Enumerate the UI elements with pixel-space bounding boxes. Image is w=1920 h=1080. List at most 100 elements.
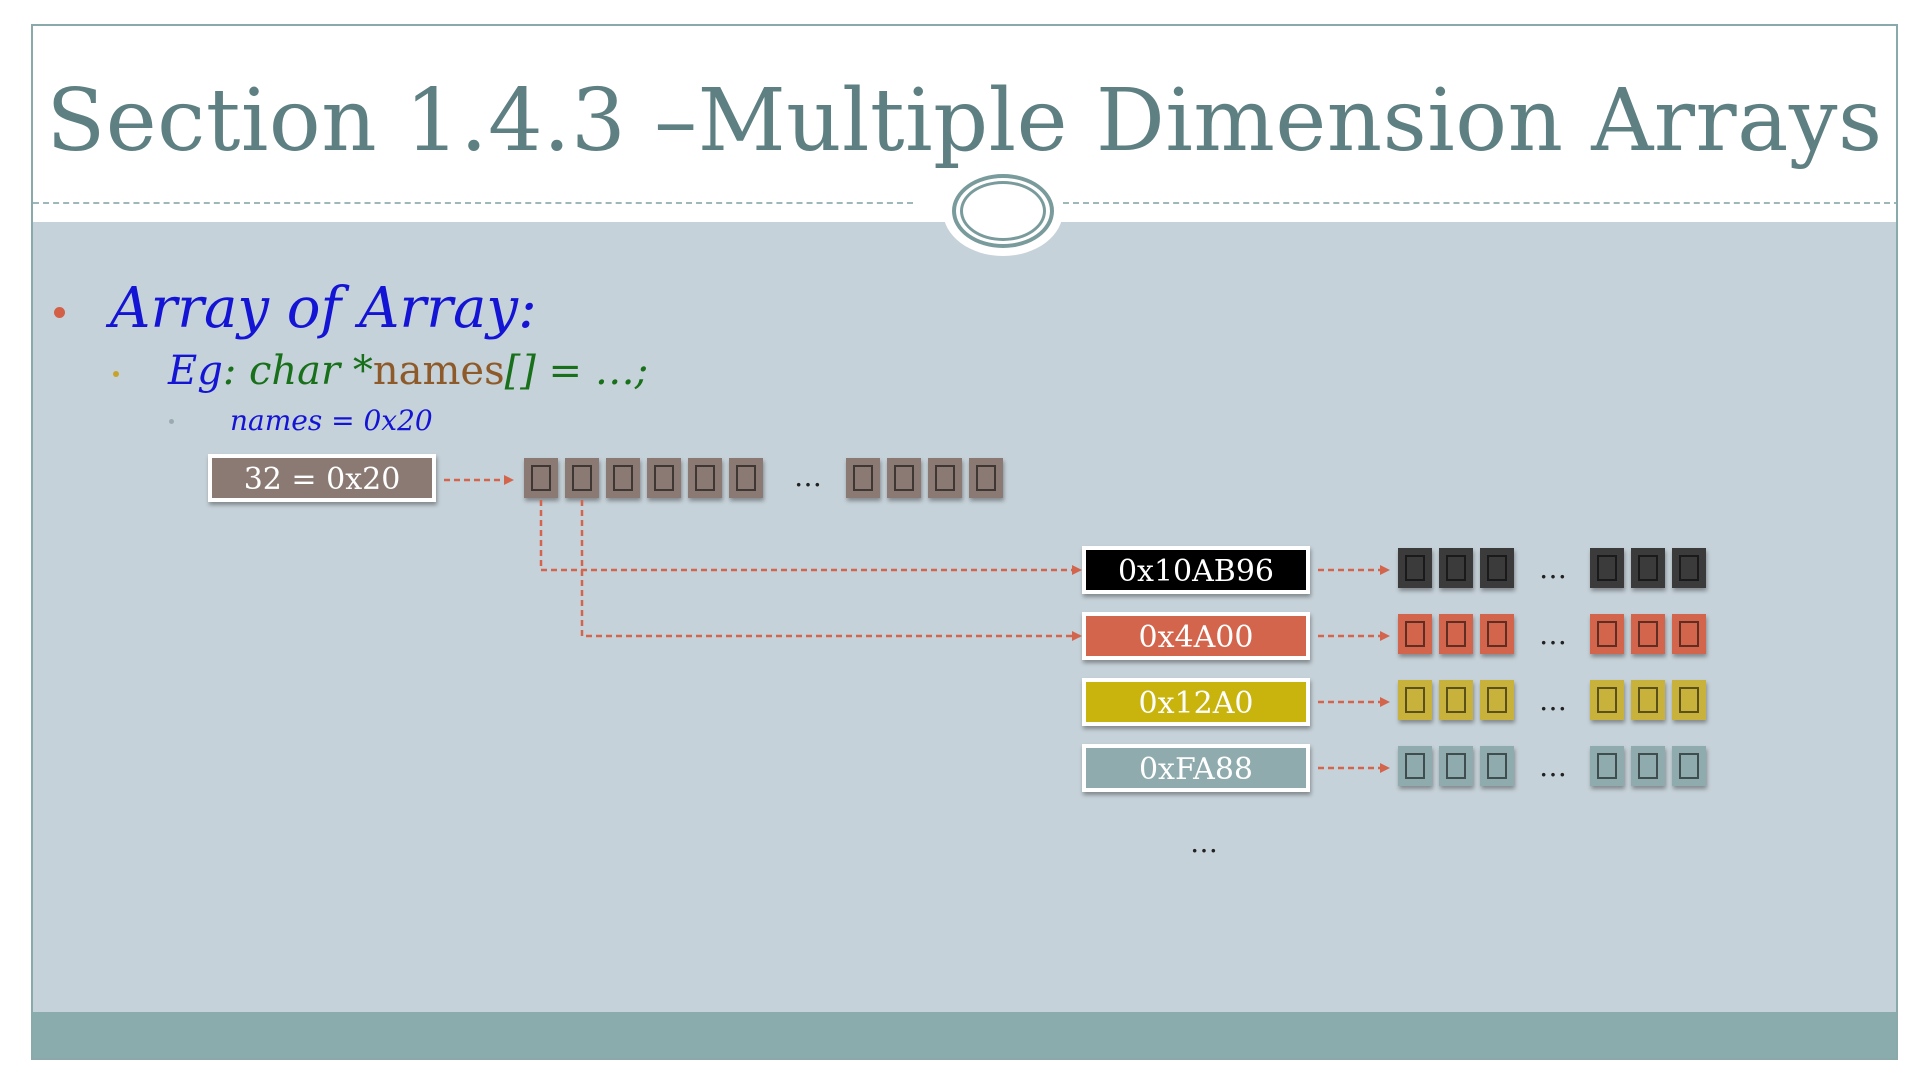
footer-band <box>33 1012 1896 1058</box>
row-3-cell-glyph <box>1446 753 1466 779</box>
row-3-box <box>1082 744 1310 792</box>
pointer-array-cell <box>969 458 1003 498</box>
row-1-cell <box>1672 614 1706 654</box>
bullet-example: Eg: char *names[] = …; <box>168 348 648 394</box>
row-2-cell <box>1590 680 1624 720</box>
row-3-cell-glyph <box>1679 753 1699 779</box>
bullet-dot-level1 <box>54 307 65 318</box>
row-2-box <box>1082 678 1310 726</box>
example-names: names <box>372 348 505 394</box>
row-3-cell <box>1672 746 1706 786</box>
pointer-array-cell <box>887 458 921 498</box>
slide: Section 1.4.3 –Multiple Dimension Arrays… <box>31 24 1898 1060</box>
row-2-cell <box>1398 680 1432 720</box>
pointer-array-cell-glyph <box>736 465 756 491</box>
row-2-label: 0x12A0 <box>1139 686 1254 721</box>
row-3-cell-glyph <box>1597 753 1617 779</box>
row-0-cell <box>1672 548 1706 588</box>
bullet-names-value: names = 0x20 <box>230 404 433 437</box>
row-1-cell <box>1480 614 1514 654</box>
row-2-cell-glyph <box>1446 687 1466 713</box>
pointer-array-cell <box>688 458 722 498</box>
pointer-array-cell-glyph <box>935 465 955 491</box>
row-0-cell <box>1439 548 1473 588</box>
row-0-cell-glyph <box>1487 555 1507 581</box>
pointer-array-cell-glyph <box>572 465 592 491</box>
row-2-cell-glyph <box>1597 687 1617 713</box>
row-3-ellipsis: … <box>1539 750 1567 783</box>
pointer-array-ellipsis: … <box>794 460 822 493</box>
pointer-array-cell <box>647 458 681 498</box>
row-1-cell-glyph <box>1405 621 1425 647</box>
row-0-cell <box>1480 548 1514 588</box>
pointer-array-cell-glyph <box>654 465 674 491</box>
example-decl: : char * <box>222 348 373 394</box>
pointer-array-cell-glyph <box>613 465 633 491</box>
row-0-cell <box>1398 548 1432 588</box>
row-1-label: 0x4A00 <box>1139 620 1254 655</box>
row-1-cell-glyph <box>1487 621 1507 647</box>
row-2-cell-glyph <box>1487 687 1507 713</box>
pointer-array-cell-glyph <box>894 465 914 491</box>
bullet-dot-level3 <box>169 419 174 424</box>
row-2-cell-glyph <box>1638 687 1658 713</box>
ornament-ring-inner <box>960 181 1046 241</box>
row-2-cell <box>1631 680 1665 720</box>
row-0-cell-glyph <box>1638 555 1658 581</box>
row-link-1 <box>580 500 1082 641</box>
row-1-cell-glyph <box>1446 621 1466 647</box>
row-1-cell-glyph <box>1679 621 1699 647</box>
row-3-cell-glyph <box>1638 753 1658 779</box>
row-3-cell <box>1439 746 1473 786</box>
row-0-cell-glyph <box>1597 555 1617 581</box>
pointer-var-label: 32 = 0x20 <box>244 462 401 497</box>
row-3-cell <box>1631 746 1665 786</box>
row-3-cell-glyph <box>1487 753 1507 779</box>
row-3-cell <box>1398 746 1432 786</box>
pointer-array-cell-glyph <box>853 465 873 491</box>
row-2-cell <box>1439 680 1473 720</box>
row-1-cell <box>1631 614 1665 654</box>
row-0-cell <box>1631 548 1665 588</box>
row-1-cell <box>1439 614 1473 654</box>
pointer-array-cell <box>606 458 640 498</box>
row-1-ellipsis: … <box>1539 618 1567 651</box>
title-divider-left <box>33 202 913 204</box>
bullet-dot-level2 <box>113 371 119 377</box>
row-3-cell-glyph <box>1405 753 1425 779</box>
row-link-0 <box>539 500 1082 575</box>
row-2-cell-glyph <box>1405 687 1425 713</box>
pointer-array-cell-glyph <box>531 465 551 491</box>
pointer-array-cell-glyph <box>976 465 996 491</box>
row-0-box <box>1082 546 1310 594</box>
content-panel <box>33 222 1896 1012</box>
example-tail: [] = …; <box>504 348 649 394</box>
row-2-ellipsis: … <box>1539 684 1567 717</box>
row-1-cell-glyph <box>1638 621 1658 647</box>
row-3-cell <box>1590 746 1624 786</box>
row-2-cell-glyph <box>1679 687 1699 713</box>
row-1-cell <box>1398 614 1432 654</box>
row-1-cell <box>1590 614 1624 654</box>
pointer-array-cell <box>565 458 599 498</box>
row-0-cell-glyph <box>1446 555 1466 581</box>
pointer-var-box <box>208 454 436 502</box>
row-2-cell <box>1480 680 1514 720</box>
row-0-cell <box>1590 548 1624 588</box>
slide-title: Section 1.4.3 –Multiple Dimension Arrays <box>46 71 1883 171</box>
ornament-ring-outer <box>952 174 1054 248</box>
pointer-array-cell-glyph <box>695 465 715 491</box>
pointer-array-cell <box>928 458 962 498</box>
row-0-cell-glyph <box>1405 555 1425 581</box>
pointer-array-cell <box>524 458 558 498</box>
row-1-box <box>1082 612 1310 660</box>
row-2-cell <box>1672 680 1706 720</box>
row-0-cell-glyph <box>1679 555 1699 581</box>
title-divider-right <box>1063 202 1896 204</box>
pointer-array-cell <box>846 458 880 498</box>
pointer-array-cell <box>729 458 763 498</box>
bullet-array-of-array: Array of Array: <box>110 276 537 341</box>
row-0-label: 0x10AB96 <box>1118 554 1274 589</box>
row-1-cell-glyph <box>1597 621 1617 647</box>
